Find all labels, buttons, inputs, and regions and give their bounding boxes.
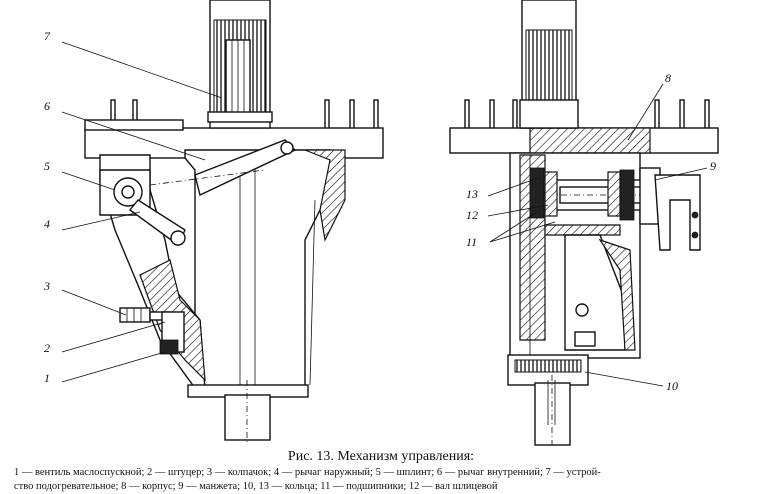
callout-12: 12: [466, 208, 478, 222]
heater-device-right: [519, 0, 579, 129]
callout-7: 7: [44, 29, 51, 43]
callout-lines-left: [61, 41, 223, 383]
right-view: 8 9 13 12 11 10: [449, 0, 719, 446]
drain-valve-assembly: [119, 307, 185, 355]
outer-lever-assembly: [99, 169, 266, 247]
callout-13: 13: [466, 187, 478, 201]
flange-bolts-left: [110, 99, 379, 131]
figure-caption: Рис. 13. Механизм управления:: [287, 449, 475, 464]
callout-9: 9: [710, 159, 716, 173]
left-view: 7 6 5 4 3 2 1: [43, 0, 384, 445]
callout-1: 1: [44, 371, 50, 385]
splined-shaft-assembly: [529, 167, 701, 251]
legend-line-1: 1 — вентиль маслоспускной; 2 — штуцер; 3…: [14, 467, 601, 478]
callout-2: 2: [44, 341, 50, 355]
inner-lever: [194, 139, 297, 196]
callout-4: 4: [44, 217, 50, 231]
mechanism-drawing: 7 6 5 4 3 2 1: [43, 0, 719, 446]
callout-lines-right: [487, 83, 708, 387]
callout-8: 8: [665, 71, 671, 85]
callout-10: 10: [666, 379, 678, 393]
heater-device: [207, 0, 273, 129]
callout-6: 6: [44, 99, 50, 113]
legend-line-2: ство подогревательное; 8 — корпус; 9 — м…: [14, 481, 498, 492]
flange-bolts-right: [464, 99, 710, 131]
callout-3: 3: [43, 279, 50, 293]
figure-legend: 1 — вентиль маслоспускной; 2 — штуцер; 3…: [14, 466, 754, 494]
callout-11: 11: [466, 235, 477, 249]
callout-5: 5: [44, 159, 50, 173]
